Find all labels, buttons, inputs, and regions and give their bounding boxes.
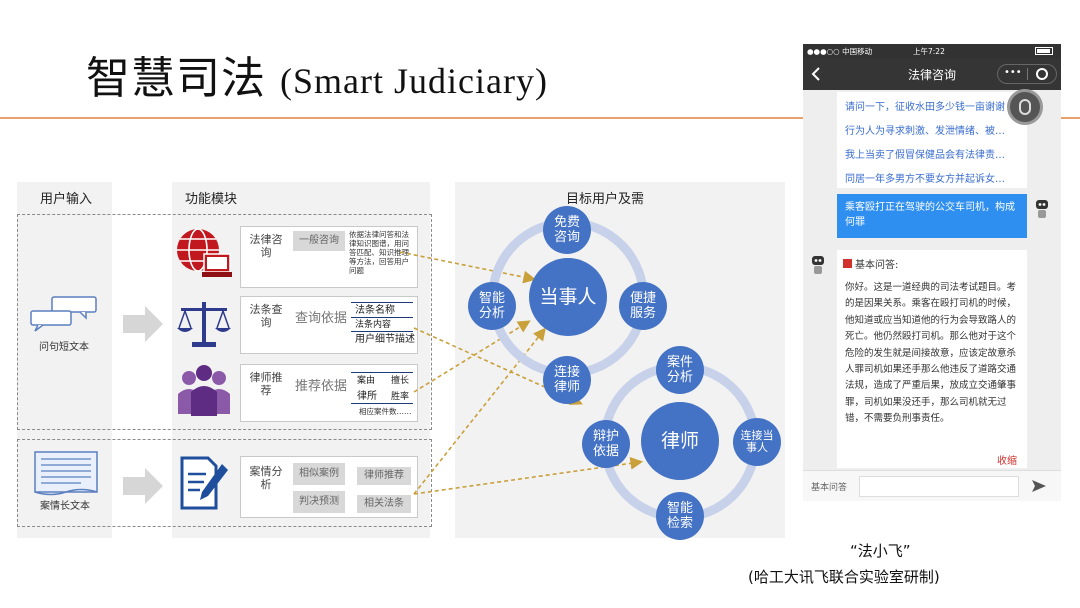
lawyer-item: 擅长 [391,376,410,386]
status-bar: ●●●○○ 中国移动 上午7:22 [803,44,1061,58]
party-node-connect-lawyer: 连接律师 [543,356,591,404]
close-circle-icon[interactable] [1036,68,1048,80]
caption-organization: (哈工大讯飞联合实验室研制) [748,568,940,586]
party-node-convenient-service: 便捷服务 [619,282,667,330]
statute-item: 法条内容 [355,320,392,330]
collapse-link[interactable]: 收缩 [997,456,1017,467]
right-arrow-icon [123,306,163,342]
column-header-input: 用户输入 [40,192,93,207]
module-statute-query: 法条查询 查询依据 法条名称 法条内容 用户细节描述 [240,296,418,354]
statute-item: 法条名称 [355,305,395,316]
statute-query-basis: 查询依据 [295,311,348,326]
suggested-question[interactable]: 请问一下，征收水田多少钱一亩谢谢 [845,102,1005,113]
page-title: 智慧司法 (Smart Judiciary) [86,42,548,106]
send-icon[interactable] [1031,479,1047,493]
battery-icon [1035,47,1053,55]
column-header-targets: 目标用户及需 [566,192,645,207]
globe-computer-icon [177,228,232,277]
related-statutes-button[interactable]: 相关法条 [357,495,411,513]
lawyer-recommend-basis: 推荐依据 [295,379,348,394]
caption-product-name: “法小飞” [850,542,911,560]
suggested-question[interactable]: 同居一年多男方不要女方并起诉女… [845,174,1005,185]
message-input[interactable] [859,476,1019,497]
divider [351,331,413,332]
bot-avatar [1007,89,1043,125]
robot-icon [1019,99,1031,115]
answer-header: 基本问答: [855,260,899,271]
user-message-bubble: 乘客殴打正在驾驶的公交车司机，构成何罪 [837,194,1027,238]
phone-screen: ●●●○○ 中国移动 上午7:22 法律咨询 ••• 请问一下，征收水田多少钱一… [803,44,1061,501]
document-pen-icon [180,456,228,510]
suggested-question[interactable]: 我上当卖了假冒保健品会有法律责… [845,150,1005,161]
statute-item: 用户细节描述 [355,334,415,345]
divider [351,317,413,318]
lawyer-item: 胜率 [391,392,410,402]
module-legal-consult: 法律咨询 一般咨询 依据法律问答和法律知识图谱，用问答匹配、知识推理等方法，回答… [240,226,418,288]
party-center-node: 当事人 [529,258,607,336]
title-cn: 智慧司法 [86,53,266,104]
mini-program-capsule: ••• [997,64,1057,84]
divider [351,403,413,404]
title-divider [0,117,805,119]
nav-bar: 法律咨询 ••• [803,58,1061,90]
short-text-group [17,214,432,430]
answer-text: 你好。这是一道经典的司法考试题目。考的是因果关系。乘客在殴打司机的时候，他知道或… [845,282,1017,425]
arrow-statute-to-lawyer [413,327,583,405]
input-label-short: 问句短文本 [39,342,89,353]
divider [351,302,413,303]
similar-cases-button[interactable]: 相似案例 [293,463,345,485]
input-bar-label: 基本问答 [811,483,848,493]
arrow-lawyer-to-party [413,320,531,393]
module-name-consult: 法律咨询 [249,233,283,259]
title-en: (Smart Judiciary) [280,61,548,101]
lawyer-item: 相应案件数…… [359,407,412,416]
lawyer-center-node: 律师 [641,402,719,480]
long-text-group [17,439,432,527]
answer-flag-icon [843,259,852,268]
lawyer-recommend-button[interactable]: 律师推荐 [357,467,411,485]
party-node-smart-analysis: 智能分析 [468,282,516,330]
back-arrow-icon[interactable] [809,66,823,82]
bot-avatar-icon [812,256,824,274]
divider [351,372,413,373]
module-name-lawyer: 律师推荐 [249,371,283,397]
lawyer-node-connect-party: 连接当事人 [733,418,781,466]
people-group-icon [178,365,230,416]
divider [1027,68,1028,80]
column-header-modules: 功能模块 [185,192,238,207]
module-name-case: 案情分析 [249,465,283,491]
suggested-question[interactable]: 行为人为寻求刺激、发泄情绪、被… [845,126,1005,137]
document-icon [34,451,98,496]
consult-description: 依据法律问答和法律知识图谱，用问答匹配、知识推理等方法，回答用户问题 [349,230,409,275]
suggested-questions-card: 请问一下，征收水田多少钱一亩谢谢 行为人为寻求刺激、发泄情绪、被… 我上当卖了假… [837,92,1027,188]
status-time: 上午7:22 [913,47,945,56]
scales-icon [177,302,231,347]
carrier-text: ●●●○○ 中国移动 [807,47,873,56]
general-consult-button[interactable]: 一般咨询 [293,231,345,251]
module-name-statute: 法条查询 [249,303,283,329]
chat-bubbles-icon [30,296,97,332]
lawyer-node-defense-basis: 辩护依据 [582,420,630,468]
lawyer-item: 律所 [357,391,377,402]
lawyer-node-case-analysis: 案件分析 [656,346,704,394]
lawyer-node-smart-search: 智能检索 [656,492,704,540]
bot-answer-bubble: 基本问答: 你好。这是一道经典的司法考试题目。考的是因果关系。乘客在殴打司机的时… [837,250,1027,468]
input-label-long: 案情长文本 [40,501,90,512]
module-case-analysis: 案情分析 相似案例 判决预测 律师推荐 相关法条 [240,456,418,518]
party-node-free-consult: 免费咨询 [543,206,591,254]
lawyer-item: 案由 [357,376,376,386]
title-divider-right [1058,117,1080,119]
more-menu-button[interactable]: ••• [1004,67,1022,78]
verdict-prediction-button[interactable]: 判决预测 [293,491,345,513]
user-avatar-icon [1036,200,1048,218]
right-arrow-icon [123,468,163,504]
nav-title: 法律咨询 [907,68,956,82]
module-lawyer-recommend: 律师推荐 推荐依据 案由 擅长 律所 胜率 相应案件数…… [240,364,418,422]
input-bar: 基本问答 [803,470,1061,501]
